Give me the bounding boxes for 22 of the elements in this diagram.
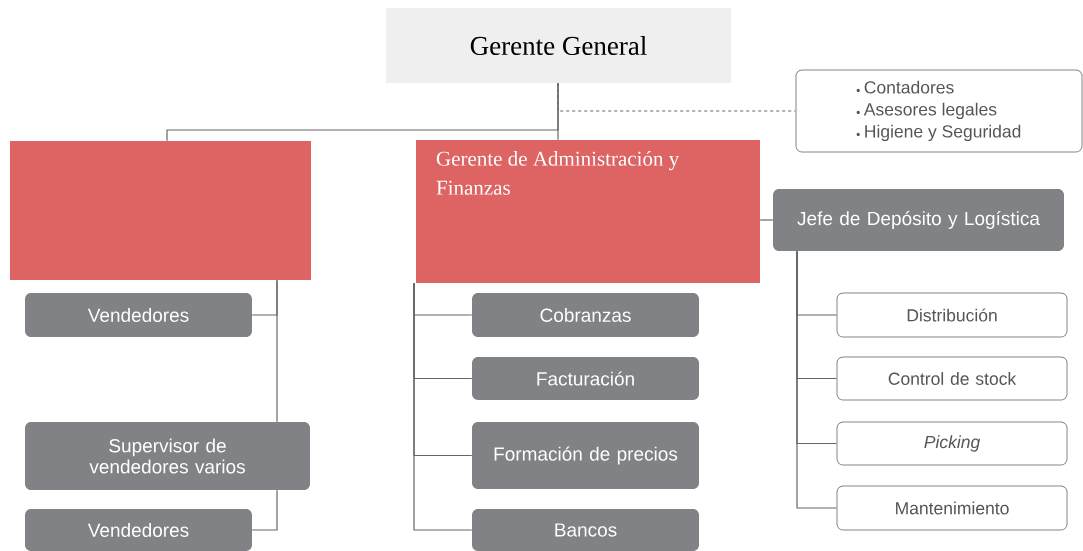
connector-line	[276, 279, 278, 423]
task-box: Control de stock	[836, 356, 1068, 401]
department-box: Supervisor de vendedores varios	[25, 422, 310, 490]
filled-block: Gerente de Administración y Finanzas	[416, 140, 760, 283]
staff-list-box: Contadores Asesores legales Higiene y Seguridad	[795, 69, 1083, 153]
department-box: Cobranzas	[472, 293, 699, 337]
department-box: Vendedores	[25, 509, 252, 551]
department-box: Formación de precios	[472, 422, 699, 489]
filled-block	[10, 141, 311, 280]
connector-line	[557, 82, 559, 141]
department-box: Facturación	[472, 357, 699, 400]
department-box: Jefe de Depósito y Logística	[773, 189, 1064, 251]
task-box: Picking	[836, 421, 1068, 466]
connector-line	[413, 282, 473, 531]
task-box: Distribución	[836, 292, 1068, 338]
connector-line	[759, 219, 774, 221]
title-box: Gerente General	[386, 8, 731, 83]
connector-line	[796, 250, 838, 509]
department-box: Vendedores	[25, 293, 252, 337]
department-box: Bancos	[472, 509, 699, 551]
connector-line	[251, 489, 278, 531]
task-box: Mantenimiento	[836, 485, 1068, 531]
